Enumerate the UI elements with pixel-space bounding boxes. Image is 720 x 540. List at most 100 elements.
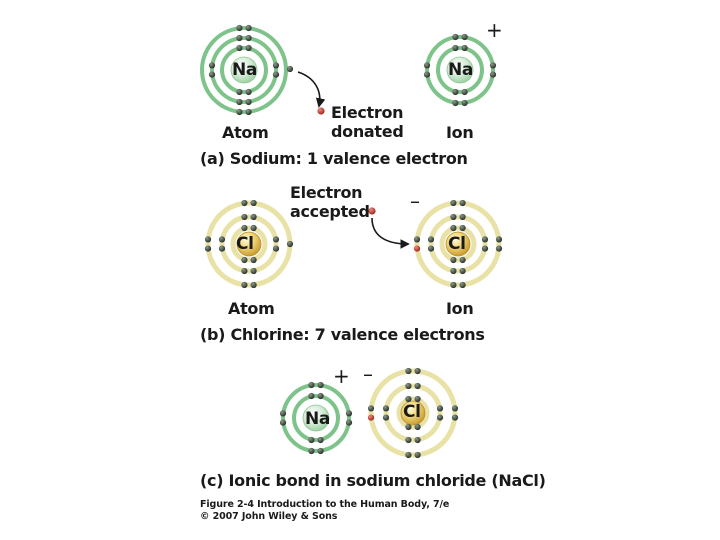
electron [495, 245, 503, 252]
electron [236, 98, 243, 106]
electron [245, 34, 252, 42]
electron [241, 281, 248, 289]
electron [345, 419, 353, 426]
electron [382, 414, 390, 421]
electron [489, 71, 497, 78]
electron [308, 392, 315, 400]
electron [450, 224, 457, 232]
electron [414, 395, 421, 403]
electron [279, 419, 287, 426]
figure-credit-line1: Figure 2-4 Introduction to the Human Bod… [200, 499, 450, 510]
electron [459, 199, 466, 207]
cl-bond-shell-3 [368, 368, 458, 458]
na-bond-shell-2 [281, 383, 351, 453]
electron [405, 436, 412, 444]
electron [382, 405, 390, 412]
valence-electron [286, 65, 294, 73]
electron [308, 436, 315, 444]
electron-accepted-label: Electron accepted [290, 183, 370, 221]
cl-ion-charge: – [410, 189, 420, 213]
electron [218, 245, 226, 252]
electron [450, 281, 457, 289]
cl-atom-symbol: Cl [236, 234, 254, 254]
electron [450, 213, 457, 221]
electron [461, 33, 468, 41]
electron [204, 245, 212, 252]
electron [461, 99, 468, 107]
electron [317, 381, 324, 389]
electron [459, 267, 466, 275]
valence-electron [413, 236, 421, 243]
electron [405, 367, 412, 375]
electron [236, 108, 243, 116]
electron [450, 267, 457, 275]
electron [452, 88, 459, 96]
electron [405, 451, 412, 459]
electron [245, 24, 252, 32]
caption-a: (a) Sodium: 1 valence electron [200, 149, 468, 168]
electron [317, 436, 324, 444]
electron [272, 62, 280, 69]
cl-ion-shell-2 [428, 214, 488, 274]
electron [245, 98, 252, 106]
electron [414, 451, 421, 459]
na-ion-shell-2 [425, 35, 495, 105]
electron [459, 256, 466, 264]
na-atom-shell-3 [200, 26, 288, 114]
figure-credit-line2: © 2007 John Wiley & Sons [200, 511, 338, 522]
electron [450, 199, 457, 207]
electron [427, 245, 435, 252]
cl-ion-shell-1 [439, 225, 477, 263]
cl-c-symbol: Cl [403, 402, 421, 422]
electron [423, 71, 431, 78]
electron [481, 236, 489, 243]
caption-b: (b) Chlorine: 7 valence electrons [200, 325, 485, 344]
electron [250, 224, 257, 232]
cl-bond-nucleus [400, 400, 426, 426]
electron [451, 405, 459, 412]
electron [208, 62, 216, 69]
na-bond-shell-1 [292, 394, 340, 442]
electron [250, 281, 257, 289]
electron [250, 256, 257, 264]
cl-c-charge: – [363, 362, 373, 386]
electron [405, 382, 412, 390]
electron [489, 62, 497, 69]
electron [459, 213, 466, 221]
electron [317, 447, 324, 455]
electron [405, 395, 412, 403]
donation-arrow [297, 71, 326, 108]
electron [414, 382, 421, 390]
accepted-electron [413, 245, 421, 252]
electron [279, 410, 287, 417]
electron [459, 281, 466, 289]
cl-atom-shell-1 [230, 225, 268, 263]
electron [241, 256, 248, 264]
electron [218, 236, 226, 243]
electron-donated-label: Electron donated [331, 103, 404, 141]
ion-label-a: Ion [446, 123, 474, 142]
electron [451, 414, 459, 421]
electron [236, 34, 243, 42]
cl-bond-shell-2 [383, 383, 443, 443]
electron [245, 108, 252, 116]
acceptance-arrow [371, 217, 410, 249]
electron [245, 88, 252, 96]
electron [452, 99, 459, 107]
na-ion-nucleus [446, 56, 474, 84]
electron [436, 414, 444, 421]
electron [405, 423, 412, 431]
valence-electron [286, 240, 294, 248]
na-ion-shell-1 [436, 46, 484, 94]
electron [204, 236, 212, 243]
electron [308, 381, 315, 389]
atom-label-a: Atom [222, 123, 269, 142]
cl-ion-shell-3 [414, 200, 502, 288]
electron [272, 71, 280, 78]
electron [414, 423, 421, 431]
electron [241, 213, 248, 221]
transfer-electron-a [317, 107, 325, 115]
electron [241, 199, 248, 207]
na-c-charge: + [333, 364, 350, 388]
